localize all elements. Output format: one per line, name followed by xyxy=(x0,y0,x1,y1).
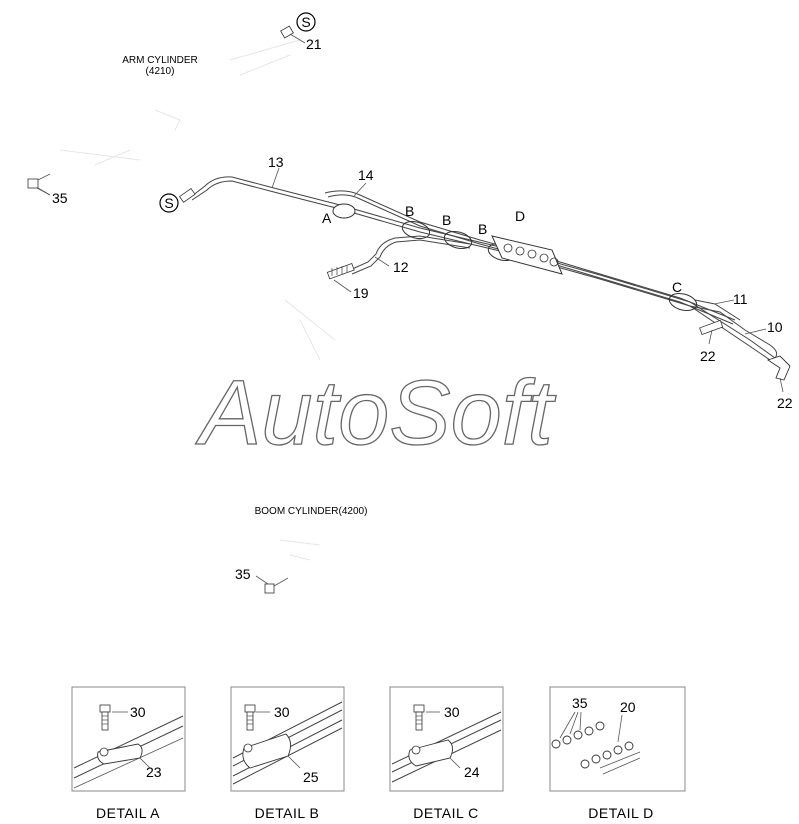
bolt-icon xyxy=(413,704,425,731)
callout-19: 19 xyxy=(353,285,369,301)
callout-21: 21 xyxy=(306,36,322,52)
detail-d-fitting-callout: 35 xyxy=(572,695,588,711)
callout-13: 13 xyxy=(268,154,284,170)
leader-lines xyxy=(37,167,784,393)
callout-35-bottom: 35 xyxy=(235,566,251,582)
fitting-21 xyxy=(280,25,306,44)
fitting-22-upper xyxy=(699,319,724,336)
detail-b-part-callout: 25 xyxy=(303,769,319,785)
detail-a-caption: DETAIL A xyxy=(96,805,160,821)
clamp-c xyxy=(668,292,698,312)
boom-cylinder-label: BOOM CYLINDER(4200) xyxy=(255,506,368,517)
detail-c-part-callout: 24 xyxy=(464,764,480,780)
callout-c: C xyxy=(672,279,682,295)
bolt-icon xyxy=(244,704,256,731)
detail-a-bolt-callout: 30 xyxy=(130,704,146,720)
detail-d: 35 20 DETAIL D xyxy=(549,686,686,821)
elbow-fitting-22-lower xyxy=(766,355,791,381)
arm-cylinder-label: ARM CYLINDER xyxy=(122,55,198,66)
detail-b-bolt-callout: 30 xyxy=(274,704,290,720)
detail-a: 30 23 DETAIL A xyxy=(71,686,186,821)
callout-10: 10 xyxy=(767,319,783,335)
detail-c: 30 24 DETAIL C xyxy=(389,686,504,821)
bolt-icon xyxy=(99,704,111,731)
clamp-b1 xyxy=(401,220,431,240)
arm-cylinder-code: (4210) xyxy=(146,66,175,77)
detail-c-bolt-callout: 30 xyxy=(444,704,460,720)
callout-b3: B xyxy=(478,221,487,237)
callout-35-left: 35 xyxy=(52,190,68,206)
manifold-block-d xyxy=(491,235,563,275)
text-labels: ARM CYLINDER (4210) BOOM CYLINDER(4200) … xyxy=(52,36,793,582)
clamp-b2 xyxy=(443,230,473,250)
watermark: AutoSoft xyxy=(195,362,556,464)
callout-b1: B xyxy=(405,203,414,219)
detail-b: 30 25 DETAIL B xyxy=(230,686,345,821)
ghost-outlines xyxy=(59,39,336,561)
detail-b-caption: DETAIL B xyxy=(255,805,320,821)
fitting-icons xyxy=(551,721,641,775)
s-badge-left: S xyxy=(159,193,179,213)
pipe-assembly xyxy=(178,176,791,381)
fitting-35-bottom xyxy=(255,575,289,594)
fitting-13 xyxy=(178,187,196,203)
detail-d-caption: DETAIL D xyxy=(588,805,653,821)
callout-22-b: 22 xyxy=(777,395,793,411)
callout-a: A xyxy=(322,210,332,226)
callout-22-a: 22 xyxy=(700,348,716,364)
callout-14: 14 xyxy=(358,167,374,183)
detail-d-block-callout: 20 xyxy=(620,699,636,715)
fitting-35-left xyxy=(27,173,51,196)
callout-11: 11 xyxy=(733,291,748,307)
svg-text:S: S xyxy=(301,14,310,30)
svg-text:S: S xyxy=(164,195,173,211)
clamp-a xyxy=(332,203,356,219)
detail-a-part-callout: 23 xyxy=(146,764,162,780)
detail-c-caption: DETAIL C xyxy=(413,805,478,821)
callout-b2: B xyxy=(442,212,451,228)
callout-d: D xyxy=(515,208,525,224)
callout-12: 12 xyxy=(393,259,409,275)
s-badge-top: S xyxy=(296,12,316,32)
fitting-19 xyxy=(326,262,355,280)
